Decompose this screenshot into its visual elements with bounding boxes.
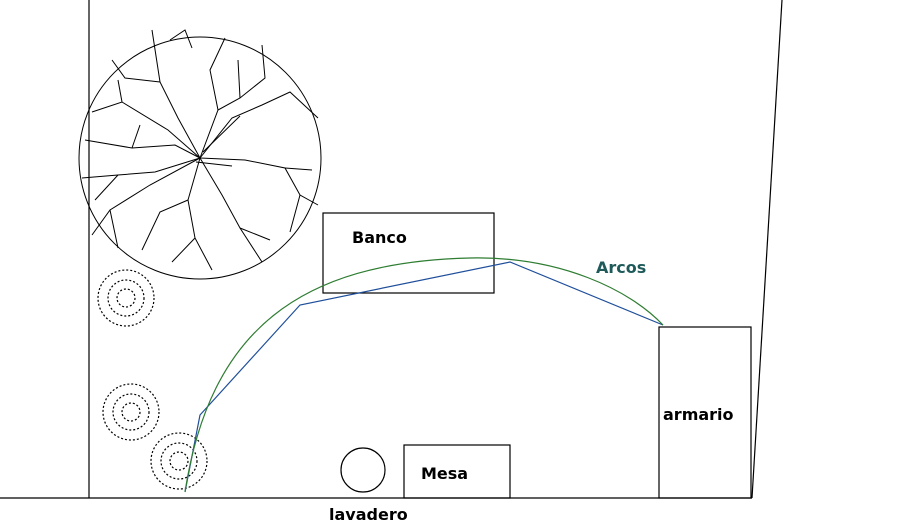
armario-rectangle [658,326,752,499]
mesa-label: Mesa [421,464,469,483]
arcos-chord-line [184,261,664,493]
arcos-curve [184,257,664,493]
round-table-icon [340,447,386,493]
banco-label: Banco [352,228,407,247]
arcos-label: Arcos [596,258,647,277]
tree-canopy-icon [78,29,322,280]
shrub-icon [102,383,160,441]
mesa-rectangle [403,444,511,499]
shrub-icon [150,432,208,490]
banco-rectangle [322,212,495,294]
lavadero-label: lavadero [329,505,408,524]
boundary-walls [0,0,783,499]
shrub-icon [97,269,155,327]
right-wall [751,0,783,499]
armario-label: armario [663,405,734,424]
